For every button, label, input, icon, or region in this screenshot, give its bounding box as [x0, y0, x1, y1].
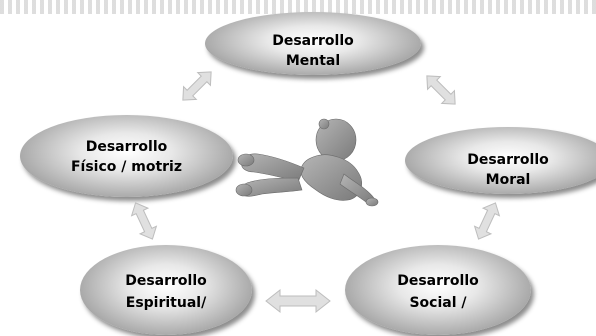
double-arrow-icon: [473, 202, 501, 240]
node-desarrollo-mental: Desarrollo Mental: [205, 12, 421, 75]
top-dashed-border: [0, 0, 596, 14]
double-arrow-icon: [426, 75, 456, 105]
node-subtitle: Espiritual/: [125, 295, 207, 311]
double-arrow-icon: [182, 71, 212, 101]
node-title: Desarrollo: [467, 152, 549, 168]
node-subtitle: Moral: [485, 172, 531, 188]
node-desarrollo-fisico: Desarrollo Físico / motriz: [20, 115, 233, 197]
double-arrow-icon: [265, 288, 331, 314]
node-title: Desarrollo: [397, 273, 479, 289]
node-desarrollo-social: Desarrollo Social /: [345, 245, 531, 335]
node-title: Desarrollo: [85, 139, 168, 155]
node-desarrollo-moral: Desarrollo Moral: [405, 127, 596, 194]
node-desarrollo-espiritual: Desarrollo Espiritual/: [80, 245, 252, 335]
node-subtitle: Mental: [285, 53, 341, 69]
node-subtitle: Físico / motriz: [70, 159, 183, 175]
baby-silhouette-icon: [235, 118, 379, 207]
node-title: Desarrollo: [125, 273, 207, 289]
node-title: Desarrollo: [272, 33, 354, 49]
double-arrow-icon: [130, 202, 158, 240]
node-subtitle: Social /: [409, 295, 467, 311]
